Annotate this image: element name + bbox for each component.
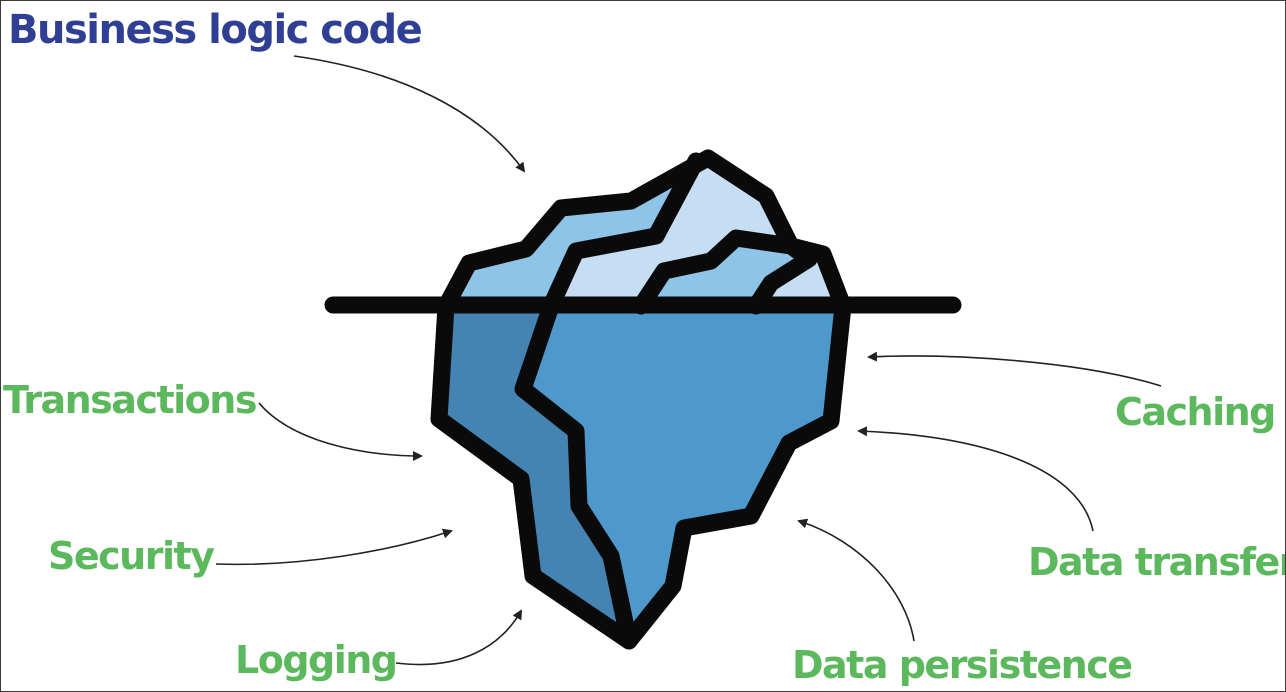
label-transactions: Transactions — [3, 378, 257, 422]
arrow-transactions — [258, 402, 423, 461]
iceberg-tip-left — [446, 161, 696, 306]
arrow-data-persistence — [797, 518, 915, 642]
iceberg-right-ridge — [632, 229, 818, 315]
label-caching: Caching — [1115, 390, 1276, 434]
business-logic-title: Business logic code — [8, 7, 423, 53]
iceberg-tip-peak — [551, 161, 791, 306]
label-logging: Logging — [235, 638, 398, 682]
label-security: Security — [48, 534, 215, 578]
arrow-business-logic — [293, 55, 526, 173]
arrow-logging — [395, 609, 522, 666]
iceberg-underwater-main — [523, 306, 841, 641]
label-data-transfer: Data transfer — [1028, 540, 1286, 584]
iceberg-outline — [430, 149, 852, 650]
arrow-caching — [867, 351, 1162, 387]
iceberg-underwater-dark — [439, 306, 629, 641]
iceberg-inner-crease — [514, 152, 705, 650]
label-data-persistence: Data persistence — [792, 643, 1133, 687]
arrow-security — [215, 528, 453, 566]
arrow-data-transfer — [857, 426, 1094, 532]
